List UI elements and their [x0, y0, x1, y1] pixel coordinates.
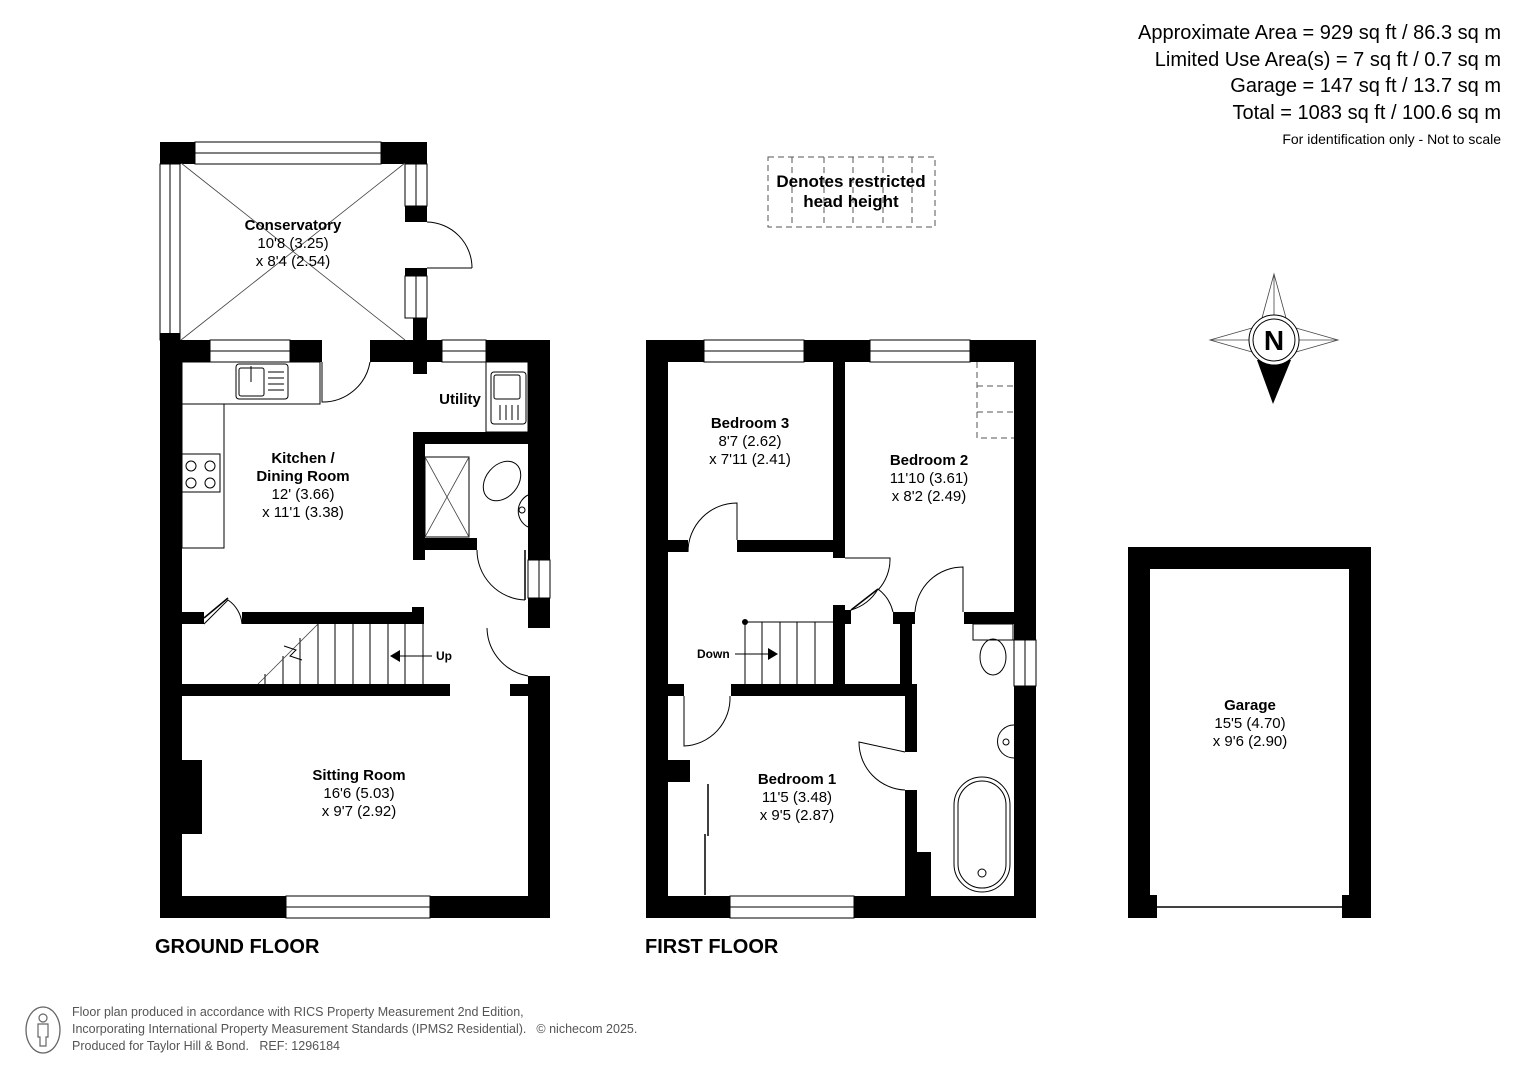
first-floor-plan: Down Bedroom 3 8'7 (2.62) x 7'11 (2.41) … — [645, 339, 1037, 958]
compass-icon: N — [1208, 272, 1340, 404]
svg-text:Denotes restricted: Denotes restricted — [776, 172, 925, 191]
area-summary: Approximate Area = 929 sq ft / 86.3 sq m… — [1138, 20, 1501, 147]
svg-text:16'6 (5.03): 16'6 (5.03) — [323, 785, 394, 802]
first-floor-doors — [683, 502, 964, 791]
compass-north-label: N — [1264, 325, 1284, 356]
room-label-bedroom2: Bedroom 2 11'10 (3.61) x 8'2 (2.49) — [890, 452, 968, 505]
svg-text:11'10 (3.61): 11'10 (3.61) — [890, 470, 968, 487]
room-label-garage: Garage 15'5 (4.70) x 9'6 (2.90) — [1213, 697, 1288, 750]
svg-text:Utility: Utility — [439, 391, 481, 408]
garage-plan: Garage 15'5 (4.70) x 9'6 (2.90) — [1128, 547, 1371, 918]
svg-text:Conservatory: Conservatory — [245, 217, 342, 234]
first-floor-label: FIRST FLOOR — [645, 936, 779, 958]
first-floor-stairs: Down — [697, 619, 833, 684]
svg-text:Kitchen /: Kitchen / — [271, 450, 335, 467]
svg-text:x 8'4 (2.54): x 8'4 (2.54) — [256, 253, 331, 270]
room-label-bedroom3: Bedroom 3 8'7 (2.62) x 7'11 (2.41) — [709, 415, 791, 468]
first-floor-walls — [646, 339, 1037, 919]
restricted-head-height-legend: Denotes restricted head height — [767, 156, 936, 228]
room-label-sitting-room: Sitting Room 16'6 (5.03) x 9'7 (2.92) — [312, 767, 405, 820]
svg-text:12' (3.66): 12' (3.66) — [272, 486, 335, 503]
svg-text:8'7 (2.62): 8'7 (2.62) — [719, 433, 782, 450]
footer-text: Floor plan produced in accordance with R… — [72, 1004, 637, 1055]
ground-floor-doors — [203, 361, 529, 677]
room-label-kitchen: Kitchen / Dining Room 12' (3.66) x 11'1 … — [256, 450, 349, 521]
ground-floor-stairs: Up — [257, 623, 452, 685]
total-area: Total = 1083 sq ft / 100.6 sq m — [1232, 101, 1502, 124]
person-logo-icon — [25, 1005, 61, 1054]
stairs-up-label: Up — [436, 649, 452, 663]
svg-text:Bedroom 1: Bedroom 1 — [758, 771, 836, 788]
svg-text:x 8'2 (2.49): x 8'2 (2.49) — [892, 488, 967, 505]
restricted-head-height-area — [976, 362, 1014, 439]
footer-line-1: Floor plan produced in accordance with R… — [72, 1005, 524, 1019]
room-label-bedroom1: Bedroom 1 11'5 (3.48) x 9'5 (2.87) — [758, 771, 836, 824]
copyright: © nichecom 2025. — [536, 1022, 638, 1036]
svg-text:15'5 (4.70): 15'5 (4.70) — [1214, 715, 1285, 732]
ground-floor-label: GROUND FLOOR — [155, 936, 320, 958]
bathroom-fixtures — [953, 623, 1015, 893]
svg-text:Bedroom 2: Bedroom 2 — [890, 452, 968, 469]
garage-area: Garage = 147 sq ft / 13.7 sq m — [1230, 75, 1501, 97]
shower-room-fixtures — [424, 456, 529, 538]
footer: Floor plan produced in accordance with R… — [24, 1004, 637, 1055]
room-label-conservatory: Conservatory 10'8 (3.25) x 8'4 (2.54) — [245, 217, 342, 270]
limited-use-area: Limited Use Area(s) = 7 sq ft / 0.7 sq m — [1154, 48, 1501, 71]
svg-text:10'8 (3.25): 10'8 (3.25) — [257, 235, 328, 252]
footer-line-2: Incorporating International Property Mea… — [72, 1022, 527, 1036]
svg-text:x 11'1 (3.38): x 11'1 (3.38) — [262, 504, 344, 521]
svg-text:x 7'11 (2.41): x 7'11 (2.41) — [709, 451, 791, 468]
ground-floor-walls — [160, 318, 551, 919]
svg-text:11'5 (3.48): 11'5 (3.48) — [762, 789, 832, 806]
scale-disclaimer: For identification only - Not to scale — [1282, 131, 1501, 147]
svg-text:Garage: Garage — [1224, 697, 1276, 714]
kitchen-fixtures — [181, 361, 529, 549]
stairs-down-label: Down — [697, 647, 730, 661]
room-label-utility: Utility — [439, 391, 481, 408]
svg-text:Sitting Room: Sitting Room — [312, 767, 405, 784]
approximate-area: Approximate Area = 929 sq ft / 86.3 sq m — [1138, 22, 1501, 44]
ground-floor-plan: Up Conservatory 10'8 (3.25) x 8'4 (2.54)… — [155, 141, 551, 958]
svg-text:head height: head height — [803, 192, 899, 211]
svg-text:Dining Room: Dining Room — [256, 468, 349, 485]
svg-text:x 9'5 (2.87): x 9'5 (2.87) — [760, 807, 835, 824]
svg-text:x 9'7 (2.92): x 9'7 (2.92) — [322, 803, 397, 820]
footer-line-3: Produced for Taylor Hill & Bond. REF: 12… — [72, 1039, 340, 1053]
svg-text:x 9'6 (2.90): x 9'6 (2.90) — [1213, 733, 1288, 750]
svg-text:Bedroom 3: Bedroom 3 — [711, 415, 789, 432]
